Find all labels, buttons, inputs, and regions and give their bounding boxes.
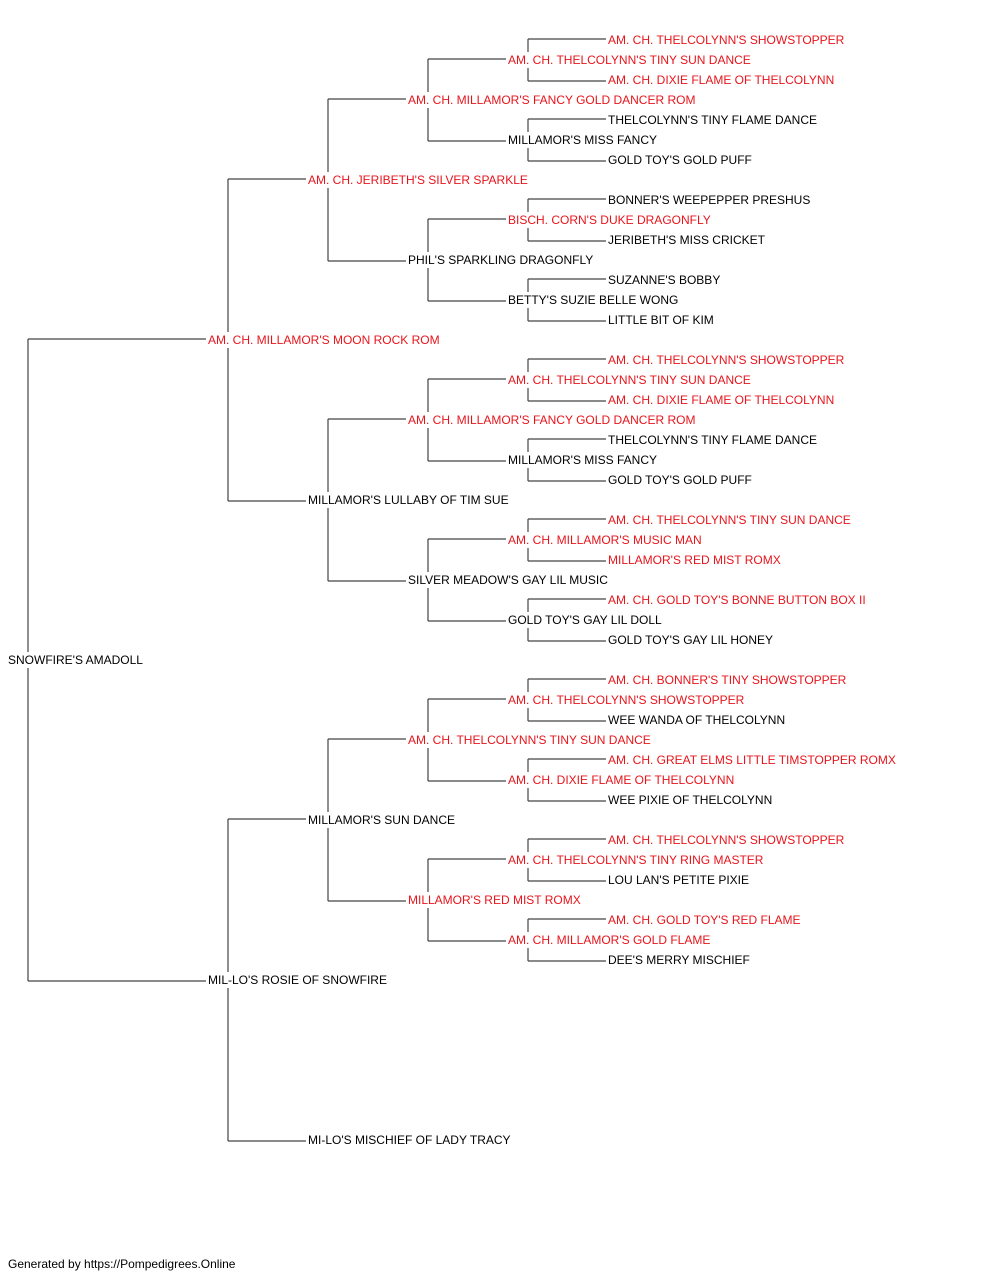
pedigree-name: AM. CH. BONNER'S TINY SHOWSTOPPER [608, 673, 847, 687]
pedigree-tree: SNOWFIRE'S AMADOLL AM. CH. MILLAMOR'S MOO… [8, 33, 896, 1147]
pedigree-name: MILLAMOR'S RED MIST ROMX [408, 893, 581, 907]
pedigree-name: PHIL'S SPARKLING DRAGONFLY [408, 253, 593, 267]
pedigree-name: LITTLE BIT OF KIM [608, 313, 714, 327]
pedigree-name: THELCOLYNN'S TINY FLAME DANCE [608, 433, 817, 447]
pedigree-name: MIL-LO'S ROSIE OF SNOWFIRE [208, 973, 387, 987]
footer-credit: Generated by https://Pompedigrees.Online [8, 1257, 236, 1271]
pedigree-name: AM. CH. THELCOLYNN'S SHOWSTOPPER [508, 693, 745, 707]
pedigree-name: BONNER'S WEEPEPPER PRESHUS [608, 193, 810, 207]
pedigree-name: BISCH. CORN'S DUKE DRAGONFLY [508, 213, 711, 227]
pedigree-name: AM. CH. MILLAMOR'S FANCY GOLD DANCER ROM [408, 413, 695, 427]
pedigree-name: MILLAMOR'S MISS FANCY [508, 453, 657, 467]
pedigree-name: AM. CH. THELCOLYNN'S TINY SUN DANCE [408, 733, 651, 747]
pedigree-name: AM. CH. MILLAMOR'S GOLD FLAME [508, 933, 710, 947]
pedigree-name: SNOWFIRE'S AMADOLL [8, 653, 143, 667]
pedigree-name: AM. CH. MILLAMOR'S MUSIC MAN [508, 533, 702, 547]
pedigree-name: GOLD TOY'S GOLD PUFF [608, 473, 752, 487]
pedigree-name: AM. CH. GREAT ELMS LITTLE TIMSTOPPER ROM… [608, 753, 896, 767]
pedigree-name: AM. CH. GOLD TOY'S BONNE BUTTON BOX II [608, 593, 866, 607]
pedigree-name: DEE'S MERRY MISCHIEF [608, 953, 750, 967]
pedigree-name: MILLAMOR'S SUN DANCE [308, 813, 455, 827]
pedigree-name: AM. CH. THELCOLYNN'S SHOWSTOPPER [608, 833, 845, 847]
pedigree-name: AM. CH. THELCOLYNN'S TINY SUN DANCE [508, 373, 751, 387]
pedigree-name: AM. CH. THELCOLYNN'S TINY SUN DANCE [608, 513, 851, 527]
pedigree-name: AM. CH. THELCOLYNN'S SHOWSTOPPER [608, 353, 845, 367]
pedigree-name: SUZANNE'S BOBBY [608, 273, 720, 287]
pedigree-name: AM. CH. MILLAMOR'S FANCY GOLD DANCER ROM [408, 93, 695, 107]
pedigree-name: AM. CH. DIXIE FLAME OF THELCOLYNN [608, 73, 834, 87]
pedigree-name: LOU LAN'S PETITE PIXIE [608, 873, 749, 887]
pedigree-name: AM. CH. MILLAMOR'S MOON ROCK ROM [208, 333, 440, 347]
pedigree-name: AM. CH. GOLD TOY'S RED FLAME [608, 913, 801, 927]
pedigree-name: GOLD TOY'S GAY LIL HONEY [608, 633, 773, 647]
pedigree-name: MI-LO'S MISCHIEF OF LADY TRACY [308, 1133, 511, 1147]
pedigree-name: AM. CH. JERIBETH'S SILVER SPARKLE [308, 173, 528, 187]
pedigree-name: BETTY'S SUZIE BELLE WONG [508, 293, 678, 307]
pedigree-name: JERIBETH'S MISS CRICKET [608, 233, 766, 247]
pedigree-name: WEE WANDA OF THELCOLYNN [608, 713, 785, 727]
pedigree-name: MILLAMOR'S LULLABY OF TIM SUE [308, 493, 509, 507]
pedigree-name: AM. CH. THELCOLYNN'S SHOWSTOPPER [608, 33, 845, 47]
pedigree-name: THELCOLYNN'S TINY FLAME DANCE [608, 113, 817, 127]
pedigree-name: SILVER MEADOW'S GAY LIL MUSIC [408, 573, 608, 587]
pedigree-name: AM. CH. DIXIE FLAME OF THELCOLYNN [608, 393, 834, 407]
pedigree-name: MILLAMOR'S RED MIST ROMX [608, 553, 781, 567]
pedigree-name: AM. CH. THELCOLYNN'S TINY RING MASTER [508, 853, 764, 867]
pedigree-name: WEE PIXIE OF THELCOLYNN [608, 793, 772, 807]
pedigree-name: GOLD TOY'S GAY LIL DOLL [508, 613, 662, 627]
pedigree-name: MILLAMOR'S MISS FANCY [508, 133, 657, 147]
pedigree-name: GOLD TOY'S GOLD PUFF [608, 153, 752, 167]
pedigree-name: AM. CH. DIXIE FLAME OF THELCOLYNN [508, 773, 734, 787]
pedigree-name: AM. CH. THELCOLYNN'S TINY SUN DANCE [508, 53, 751, 67]
